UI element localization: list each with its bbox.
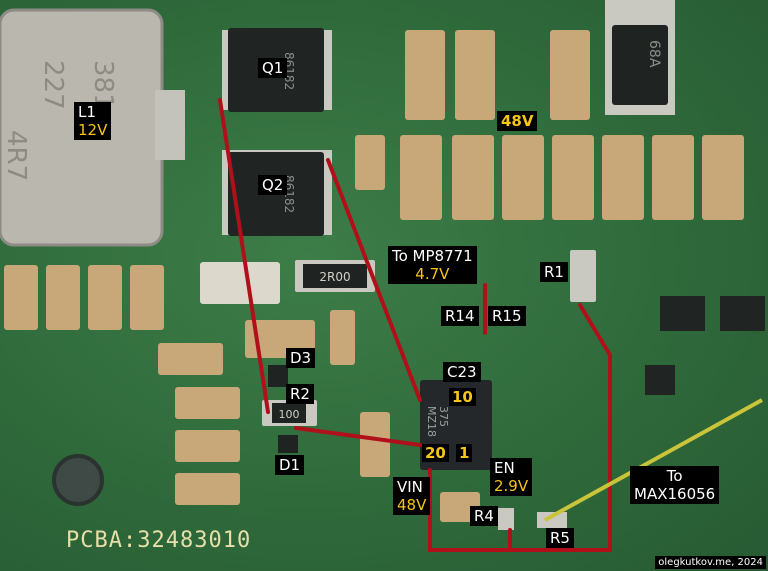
- capacitor: [360, 412, 390, 477]
- resistor-r1-body: [570, 250, 596, 302]
- chip-marking: 375: [437, 406, 450, 427]
- label-mp8771: To MP8771 4.7V: [388, 246, 477, 284]
- l1-marking: 227: [38, 60, 68, 110]
- resistor-2r00: 2R00: [295, 260, 375, 292]
- capacitor-bank-upper: [405, 30, 590, 120]
- label-en: EN 2.9V: [490, 458, 533, 496]
- l1-marking: 381: [88, 60, 118, 110]
- label-vin-voltage: 48V: [397, 496, 427, 514]
- capacitors-left: [4, 262, 280, 505]
- trace-overlay: [218, 98, 612, 552]
- l1-marking: 4R7: [1, 130, 31, 181]
- label-en-voltage: 2.9V: [494, 477, 529, 495]
- label-c23: C23: [443, 362, 481, 382]
- label-max-line1: To: [666, 467, 683, 485]
- label-l1-name: L1: [78, 103, 96, 121]
- label-pin-20: 20: [422, 444, 449, 462]
- label-mp8771-name: To MP8771: [392, 247, 473, 265]
- label-pin-1: 1: [456, 444, 473, 462]
- label-mp8771-voltage: 4.7V: [415, 265, 450, 283]
- label-en-name: EN: [494, 459, 515, 477]
- diode-d3-body: [268, 365, 288, 387]
- diode-d1-body: [278, 435, 298, 453]
- label-r2: R2: [286, 384, 314, 404]
- label-pin-10: 10: [449, 388, 476, 406]
- resistor-r4-body: [498, 508, 514, 530]
- label-vin-name: VIN: [397, 478, 423, 496]
- mounting-hole: [52, 454, 104, 506]
- label-vin: VIN 48V: [393, 477, 431, 515]
- label-q2: Q2: [258, 175, 288, 195]
- credit-watermark: olegkutkov.me, 2024: [655, 556, 766, 569]
- transistor: [645, 365, 675, 395]
- label-l1-voltage: 12V: [78, 121, 108, 139]
- label-q1: Q1: [258, 58, 288, 78]
- label-d1: D1: [275, 455, 305, 475]
- chip-marking: MZ18: [425, 406, 438, 437]
- label-r1: R1: [540, 262, 568, 282]
- label-r4: R4: [470, 506, 498, 526]
- diode-top: 68A: [605, 0, 675, 115]
- transistor: [660, 296, 705, 331]
- trace-yellow: [544, 398, 763, 522]
- pcba-silkscreen: PCBA:32483010: [66, 528, 252, 553]
- resistor-marking: 2R00: [319, 270, 350, 284]
- resistor-r2: 100: [262, 400, 317, 426]
- r2-marking: 100: [279, 408, 300, 421]
- label-max16056: To MAX16056: [630, 466, 720, 504]
- transistor: [720, 296, 765, 331]
- capacitor: [330, 310, 355, 365]
- label-r5: R5: [546, 528, 574, 548]
- resistor-r5-body: [537, 512, 567, 528]
- label-l1: L1 12V: [74, 102, 112, 140]
- capacitor-bank-lower: [355, 135, 744, 220]
- diode-marking: 68A: [646, 40, 662, 68]
- label-max-line2: MAX16056: [634, 485, 716, 503]
- label-d3: D3: [286, 348, 316, 368]
- label-r14: R14: [441, 306, 479, 326]
- label-r15: R15: [488, 306, 526, 326]
- label-bus-48v: 48V: [497, 111, 538, 131]
